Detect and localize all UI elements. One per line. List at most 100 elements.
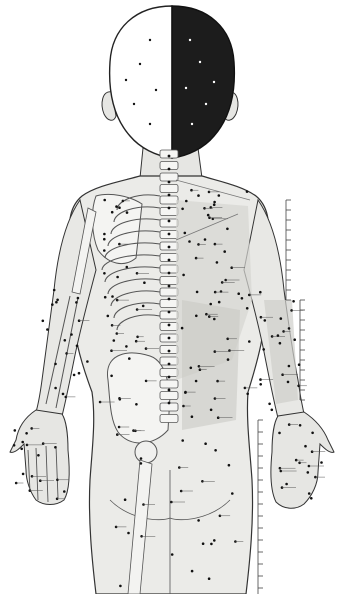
acupoint-dot bbox=[259, 291, 262, 294]
acupoint-dot bbox=[188, 240, 191, 243]
acupoint-dot bbox=[13, 444, 16, 447]
acupoint-dot bbox=[168, 350, 171, 353]
acupoint-dot bbox=[116, 276, 119, 279]
acupoint-dot bbox=[214, 449, 217, 452]
acupoint-dot bbox=[77, 297, 80, 300]
acupoint-dot bbox=[308, 492, 311, 495]
acupoint-dot bbox=[246, 393, 249, 396]
acupoint-dot bbox=[62, 393, 65, 396]
acupoint-dot bbox=[213, 203, 216, 206]
acupoint-dot bbox=[103, 238, 106, 241]
acupoint-dot bbox=[287, 381, 290, 384]
acupoint-dot bbox=[107, 315, 110, 318]
acupoint-dot bbox=[213, 318, 216, 321]
acupoint-dot bbox=[142, 305, 145, 308]
acupoint-dot bbox=[64, 339, 67, 342]
acupoint-dot bbox=[210, 543, 213, 546]
acupoint-dot bbox=[196, 291, 199, 294]
acupoint-dot bbox=[182, 274, 185, 277]
acupoint-dot bbox=[168, 402, 171, 405]
acupoint-dot bbox=[70, 333, 73, 336]
acupoint-dot bbox=[143, 281, 146, 284]
hip-joint bbox=[135, 441, 157, 463]
acupoint-dot bbox=[280, 317, 283, 320]
acupoint-dot bbox=[25, 432, 28, 435]
acupoint-dot bbox=[204, 442, 207, 445]
acupoint-dot bbox=[168, 194, 171, 197]
acupoint-dot bbox=[54, 387, 57, 390]
acupoint-dot bbox=[119, 585, 122, 588]
acupoint-dot bbox=[298, 363, 301, 366]
acupoint-dot bbox=[181, 327, 184, 330]
acupoint-dot bbox=[168, 324, 171, 327]
acupoint-dot bbox=[246, 190, 249, 193]
vertebra bbox=[160, 288, 178, 296]
acupoint-dot bbox=[54, 363, 57, 366]
acupoint-dot bbox=[197, 194, 200, 197]
acupoint-dot bbox=[76, 345, 79, 348]
acupoint-dot bbox=[264, 319, 267, 322]
acupoint-dot bbox=[126, 211, 129, 214]
vertebra bbox=[160, 369, 178, 377]
acupoint-dot bbox=[228, 464, 231, 467]
acupoint-dot bbox=[304, 445, 307, 448]
acupoint-dot bbox=[53, 289, 56, 292]
acupoint-dot bbox=[292, 300, 295, 303]
vertebra bbox=[160, 392, 178, 400]
acupoint-dot bbox=[213, 201, 216, 204]
acupoint-dot bbox=[63, 490, 66, 493]
acupoint-dot bbox=[204, 238, 207, 241]
acupoint-dot bbox=[277, 334, 280, 337]
acupoint-dot bbox=[216, 261, 219, 264]
acupoint-dot bbox=[288, 327, 291, 330]
acupoint-dot bbox=[181, 439, 184, 442]
acupoint-dot bbox=[168, 311, 171, 314]
acupoint-dot bbox=[75, 301, 78, 304]
acupoint-dot bbox=[307, 471, 310, 474]
acupoint-dot bbox=[209, 303, 212, 306]
acupoint-dot bbox=[168, 155, 171, 158]
acupoint-dot bbox=[126, 266, 129, 269]
acupoint-dot bbox=[125, 345, 128, 348]
acupoint-dot bbox=[191, 570, 194, 573]
acupoint-dot bbox=[227, 358, 230, 361]
acupoint-dot bbox=[140, 457, 143, 460]
acupoint-dot bbox=[56, 299, 59, 302]
acupoint-dot bbox=[73, 374, 76, 377]
acupoint-dot bbox=[271, 409, 274, 412]
acupoint-dot bbox=[103, 272, 106, 275]
acupoint-dot bbox=[185, 200, 188, 203]
acupoint-dot bbox=[168, 298, 171, 301]
acupoint-dot bbox=[278, 432, 281, 435]
acupoint-dot bbox=[220, 290, 223, 293]
acupoint-dot bbox=[237, 292, 240, 295]
acupoint-dot bbox=[279, 342, 282, 345]
acupoint-dot bbox=[86, 360, 89, 363]
acupoint-dot bbox=[55, 301, 58, 304]
acupoint-dot bbox=[168, 376, 171, 379]
acupoint-dot bbox=[262, 348, 265, 351]
acupoint-dot bbox=[202, 542, 205, 545]
acupoint-dot bbox=[293, 338, 296, 341]
acupoint-dot bbox=[168, 363, 171, 366]
acupoint-dot bbox=[168, 233, 171, 236]
acupoint-dot bbox=[127, 532, 130, 535]
acupoint-dot bbox=[218, 194, 221, 197]
acupoint-dot bbox=[110, 375, 113, 378]
acupoint-dot bbox=[168, 220, 171, 223]
acupoint-dot bbox=[20, 448, 23, 451]
acupoint-dot bbox=[171, 553, 174, 556]
vertebra bbox=[160, 415, 178, 423]
acupoint-dot bbox=[208, 577, 211, 580]
acupoint-dot bbox=[168, 389, 171, 392]
acupoint-dot bbox=[259, 383, 262, 386]
acupoint-dot bbox=[190, 367, 193, 370]
acupoint-dot bbox=[168, 337, 171, 340]
acupoint-dot bbox=[46, 328, 49, 331]
acupoint-dot bbox=[210, 409, 213, 412]
acupoint-dot bbox=[213, 539, 216, 542]
vertebra bbox=[160, 185, 178, 193]
acupoint-dot bbox=[195, 380, 198, 383]
